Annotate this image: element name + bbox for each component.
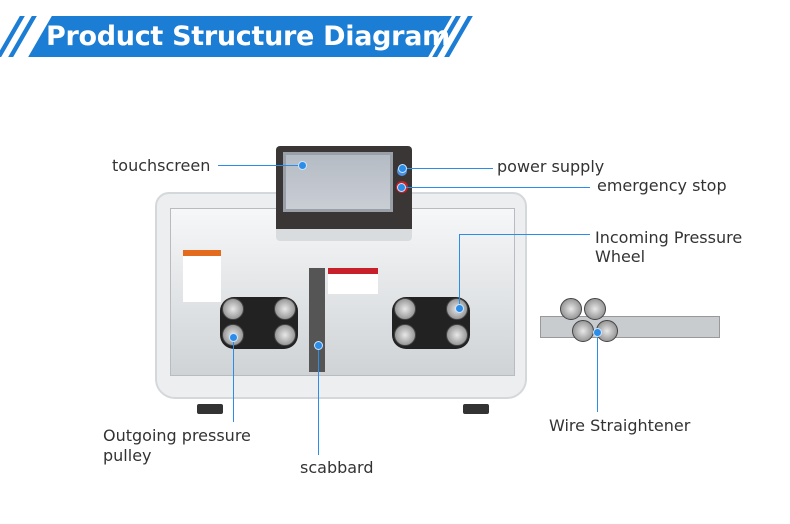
label-outgoing-pressure-pulley: Outgoing pressure <box>103 426 251 445</box>
wheel <box>394 298 416 320</box>
callout-dot <box>397 183 406 192</box>
wheel <box>560 298 582 320</box>
label-wire-straightener: Wire Straightener <box>549 416 691 435</box>
wheel <box>394 324 416 346</box>
callout-dot <box>455 304 464 313</box>
callout-line <box>597 332 598 412</box>
callout-line <box>233 337 234 422</box>
label-power-supply: power supply <box>497 157 605 176</box>
callout-dot <box>314 341 323 350</box>
callout-line <box>459 234 460 307</box>
machine-foot <box>463 404 489 414</box>
callout-dot <box>298 161 307 170</box>
wheel <box>222 298 244 320</box>
machine-foot <box>197 404 223 414</box>
label-outgoing-pressure-pulley-2: pulley <box>103 446 152 465</box>
label-touchscreen: touchscreen <box>112 156 211 175</box>
blade-holder <box>309 268 325 372</box>
wheel <box>584 298 606 320</box>
wheel <box>274 324 296 346</box>
label-scabbard: scabbard <box>300 458 374 477</box>
callout-dot <box>398 164 407 173</box>
wheel <box>572 320 594 342</box>
callout-line <box>218 165 302 166</box>
label-incoming-pressure-wheel: Incoming Pressure <box>595 228 743 247</box>
callout-dot <box>229 333 238 342</box>
wheel <box>446 324 468 346</box>
page-title: Product Structure Diagram <box>46 21 450 52</box>
danger-label <box>328 268 378 294</box>
label-incoming-pressure-wheel-2: Wheel <box>595 247 646 266</box>
callout-dot <box>593 328 602 337</box>
label-emergency-stop: emergency stop <box>597 176 727 195</box>
warning-label <box>183 250 221 302</box>
callout-line <box>404 168 493 169</box>
wheel <box>274 298 296 320</box>
callout-line <box>402 187 590 188</box>
callout-line <box>459 234 590 235</box>
callout-line <box>318 345 319 455</box>
